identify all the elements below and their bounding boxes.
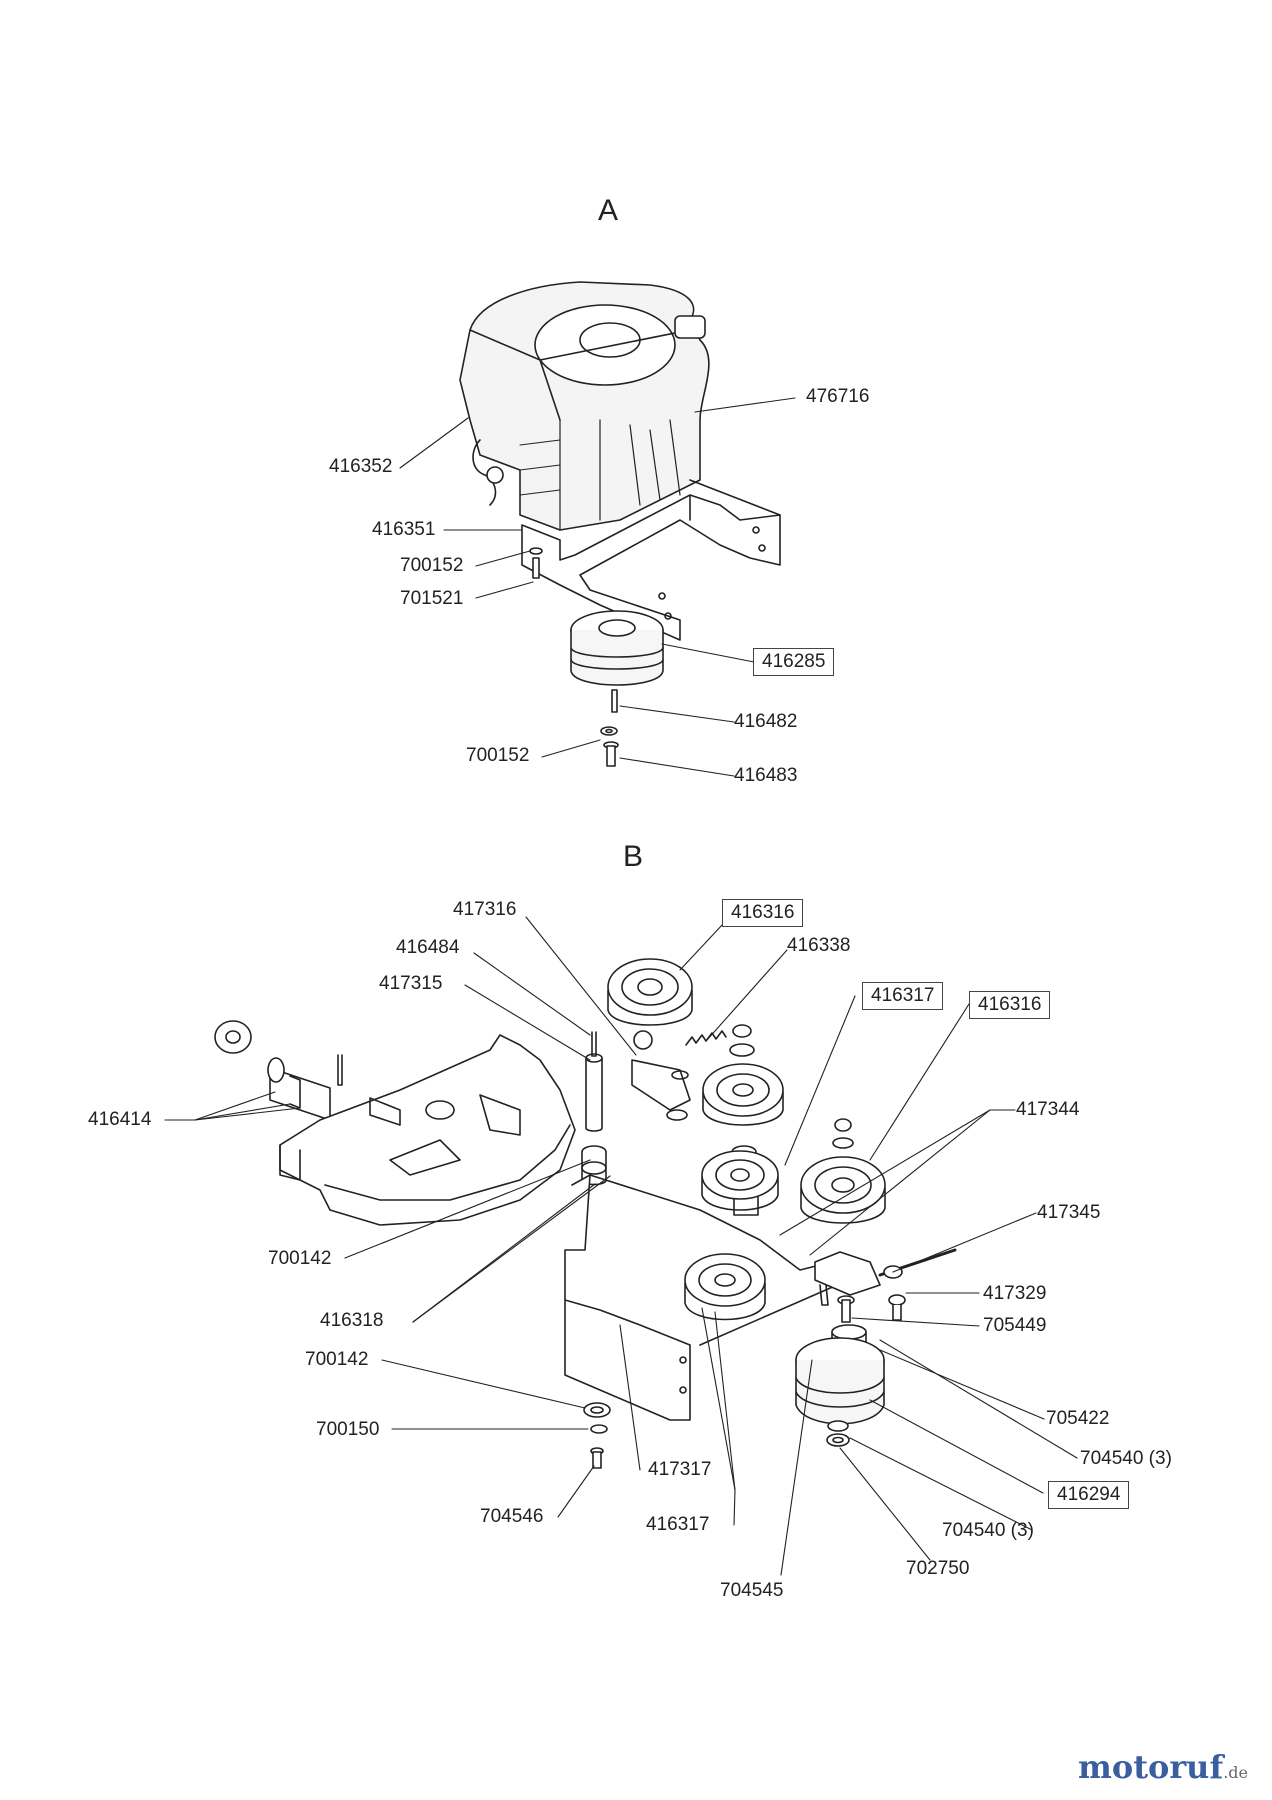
label-417344: 417344	[1016, 1099, 1080, 1120]
label-700142-a: 700142	[268, 1248, 332, 1269]
label-704546: 704546	[480, 1506, 544, 1527]
leader-lines-b	[164, 916, 1078, 1576]
bolt-705449	[819, 1284, 855, 1323]
engine-mount-bracket	[521, 479, 781, 641]
label-417317: 417317	[648, 1459, 712, 1480]
label-416338: 416338	[787, 935, 851, 956]
idler-pulley-416316-top	[607, 958, 693, 1026]
idler-pulley-416317-upper	[702, 1063, 784, 1126]
drive-pulley-416294	[795, 1324, 885, 1425]
mower-deck-guard	[279, 1034, 576, 1226]
leader-lines-a	[399, 397, 796, 777]
label-705422: 705422	[1046, 1408, 1110, 1429]
washer-700152-bottom	[600, 726, 618, 736]
idler-pulley-416317-middle	[701, 1150, 779, 1211]
label-705449: 705449	[983, 1315, 1047, 1336]
label-704540-b: 704540 (3)	[942, 1520, 1034, 1541]
pulley-416285	[570, 610, 664, 686]
brand-logo: motoruf.de	[1078, 1748, 1248, 1786]
label-417345: 417345	[1037, 1202, 1101, 1223]
spacer-washer-left	[214, 1020, 252, 1054]
label-704540-a: 704540 (3)	[1080, 1448, 1172, 1469]
key-416482	[611, 689, 618, 713]
label-416317-bottom: 416317	[646, 1514, 710, 1535]
bolt-704546	[590, 1447, 604, 1469]
brand-name: motoruf	[1077, 1748, 1224, 1786]
shaft-417315	[585, 1031, 603, 1132]
washer-nut-702750	[826, 1420, 850, 1447]
label-700150: 700150	[316, 1419, 380, 1440]
idler-pulley-416317-lower	[684, 1253, 766, 1321]
label-416285: 416285	[753, 648, 835, 676]
label-416351: 416351	[372, 519, 436, 540]
idler-pulley-416316-right	[800, 1118, 886, 1224]
label-417316: 417316	[453, 899, 517, 920]
label-476716: 476716	[806, 386, 870, 407]
engine-illustration	[459, 281, 710, 531]
label-416414: 416414	[88, 1109, 152, 1130]
label-417329: 417329	[983, 1283, 1047, 1304]
label-416483: 416483	[734, 765, 798, 786]
bolt-700152-top	[529, 547, 543, 579]
label-702750: 702750	[906, 1558, 970, 1579]
label-416294: 416294	[1048, 1481, 1130, 1509]
label-700142-b: 700142	[305, 1349, 369, 1370]
washers-700142-700150	[583, 1402, 611, 1434]
label-416352: 416352	[329, 456, 393, 477]
label-416482: 416482	[734, 711, 798, 732]
tensioner-arm-417316	[631, 1030, 691, 1121]
label-416318: 416318	[320, 1310, 384, 1331]
label-700152-top: 700152	[400, 555, 464, 576]
brand-suffix: .de	[1223, 1763, 1248, 1782]
label-416317-top: 416317	[862, 982, 944, 1010]
label-700152-bottom: 700152	[466, 745, 530, 766]
label-704545: 704545	[720, 1580, 784, 1601]
spring-416338	[685, 1030, 727, 1046]
label-417315: 417315	[379, 973, 443, 994]
label-416316-top: 416316	[722, 899, 804, 927]
label-416484: 416484	[396, 937, 460, 958]
bolt-416483	[603, 741, 619, 767]
label-416316-right: 416316	[969, 991, 1051, 1019]
pivot-bracket-417345	[814, 1248, 957, 1321]
section-b-heading: B	[623, 840, 644, 873]
label-701521: 701521	[400, 588, 464, 609]
section-a-heading: A	[598, 194, 619, 227]
